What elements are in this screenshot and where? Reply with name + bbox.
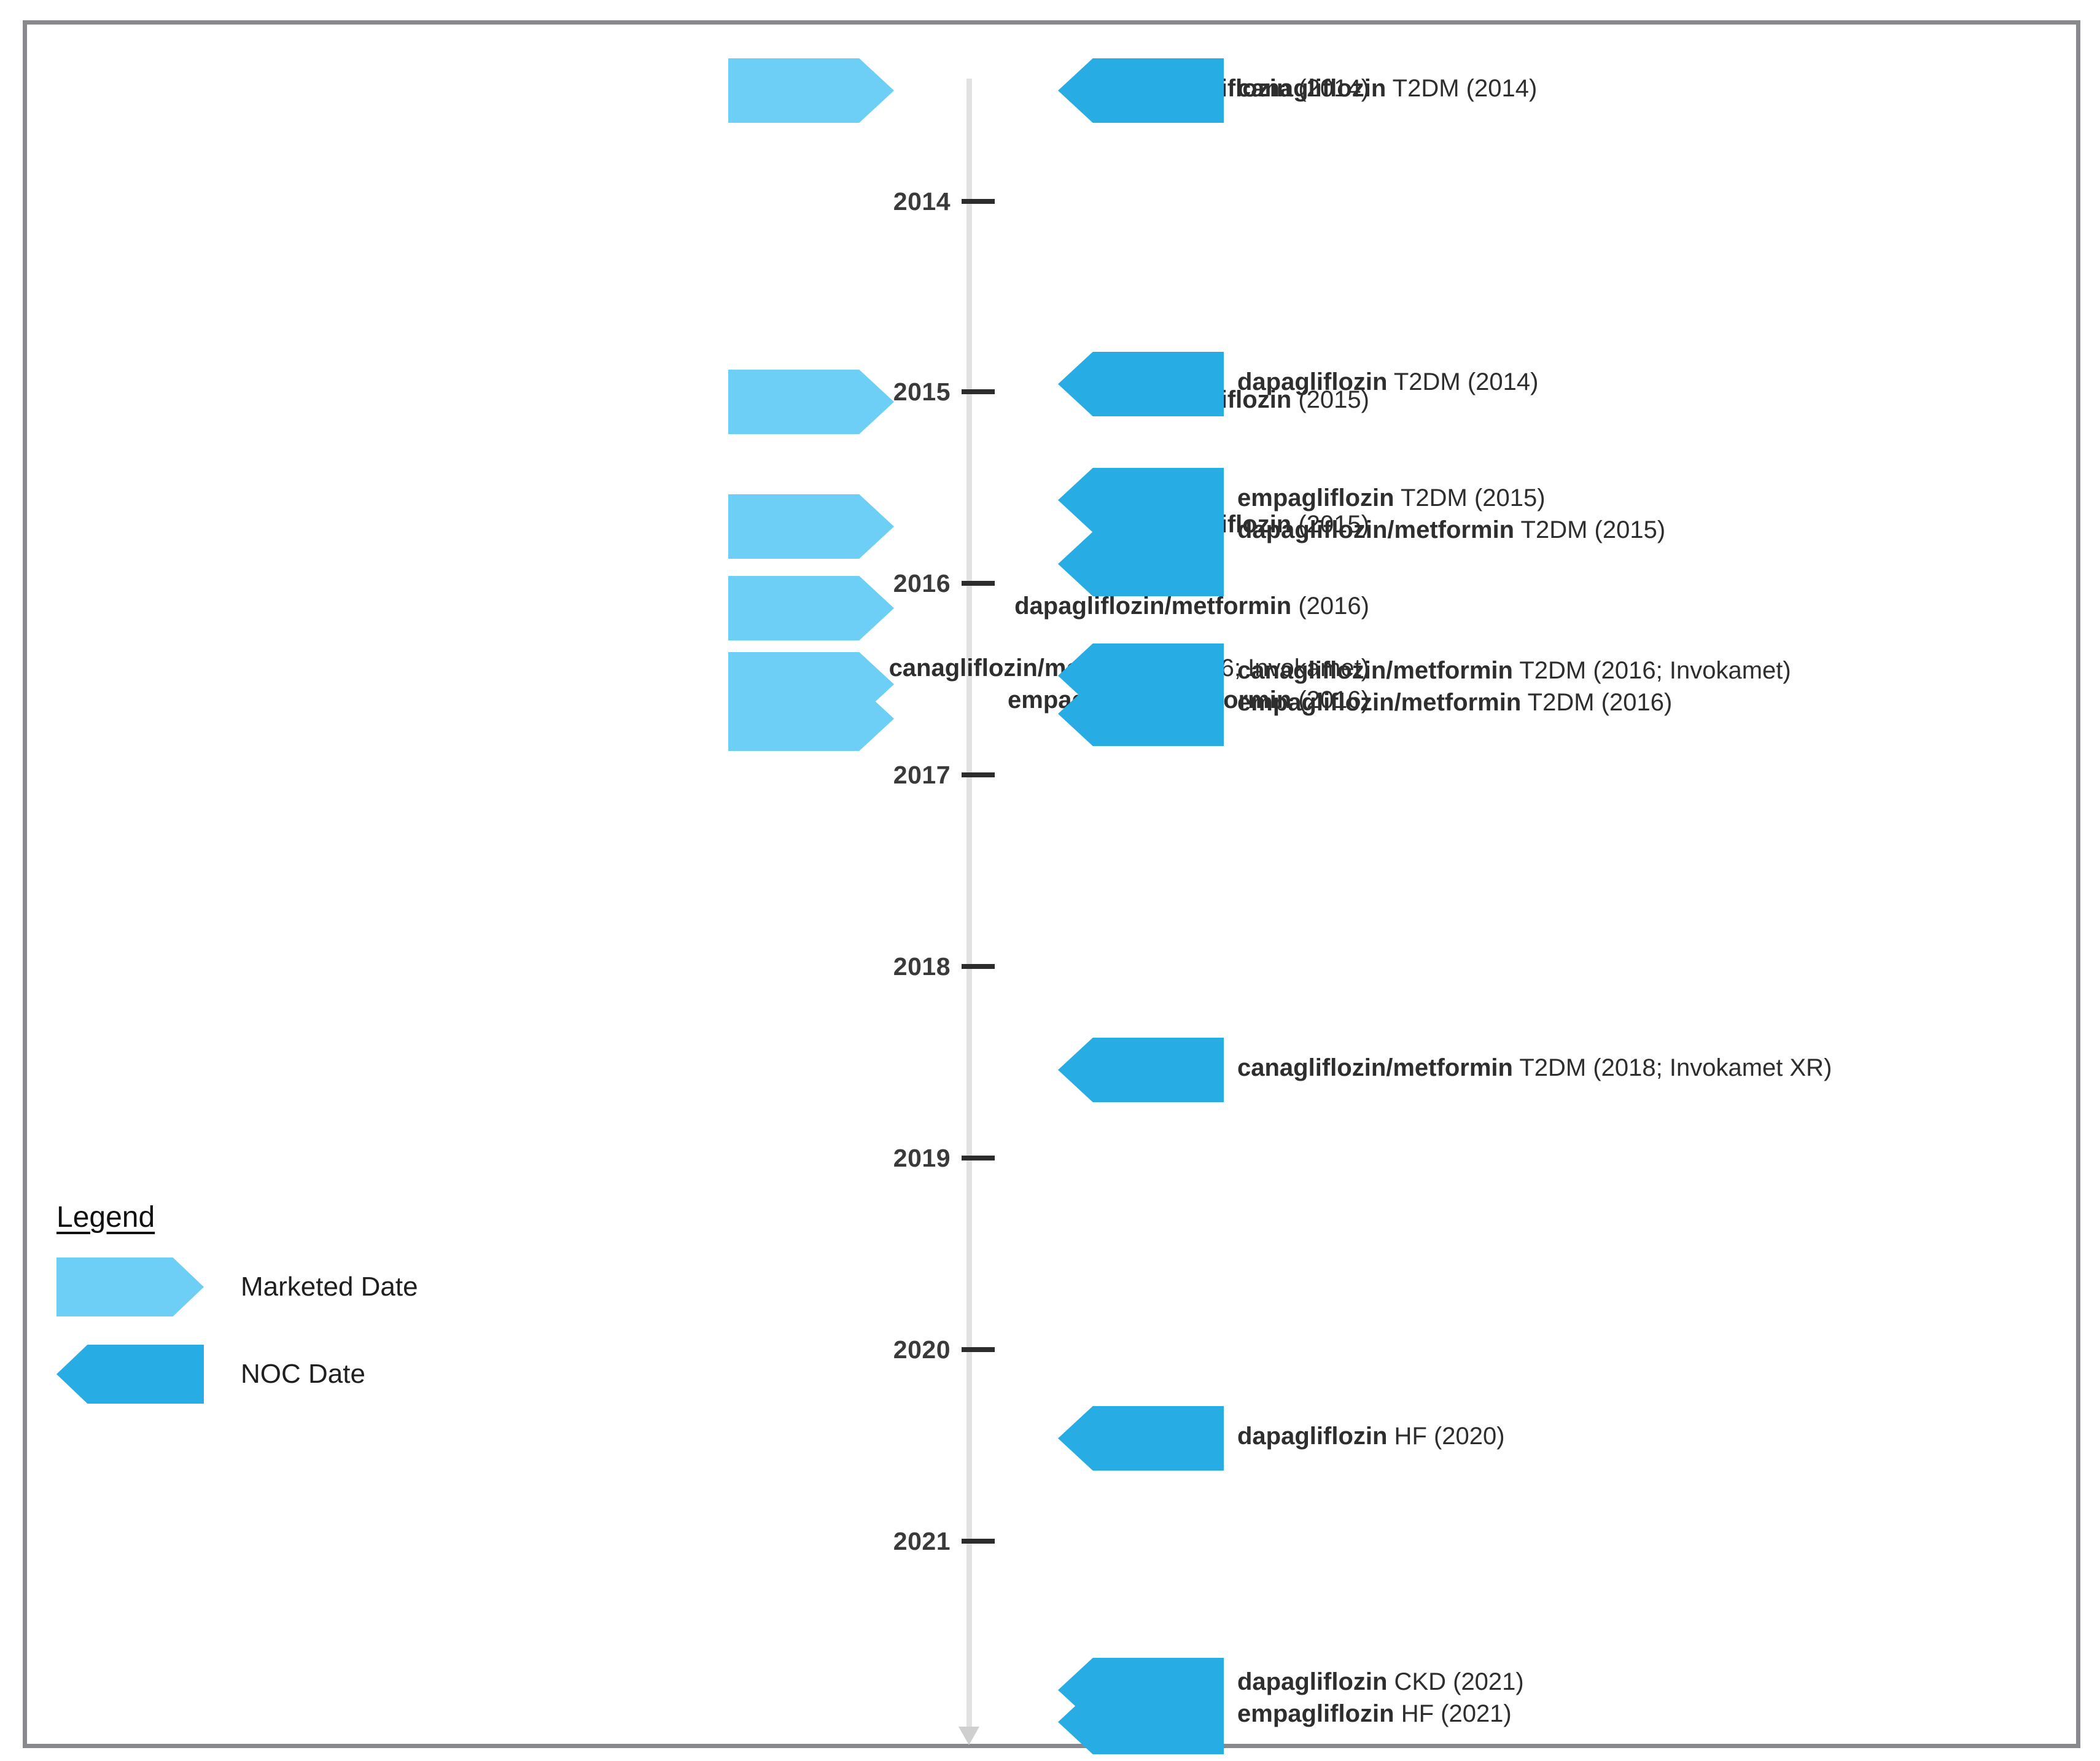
axis-tick-label: 2021 (893, 1526, 951, 1555)
axis-tick-2017: 2017 (774, 760, 995, 789)
event-line: empagliflozin T2DM (2015) (1237, 482, 1665, 514)
noc_events-label: canagliflozin/metformin T2DM (2018; Invo… (1237, 1052, 1832, 1084)
axis-tick-2016: 2016 (774, 569, 995, 597)
drug-detail: T2DM (2015) (1514, 516, 1666, 543)
drug-detail: T2DM (2016) (1521, 689, 1673, 716)
axis-tick-label: 2014 (893, 187, 951, 216)
drug-name: dapagliflozin (1237, 368, 1388, 395)
legend-item-label: Marketed Date (241, 1272, 418, 1302)
drug-detail: T2DM (2018; Invokamet XR) (1512, 1054, 1832, 1081)
drug-name: empagliflozin (1237, 484, 1394, 511)
drug-detail: HF (2021) (1394, 1700, 1512, 1727)
axis-tick-label: 2015 (893, 377, 951, 406)
event-line: dapagliflozin/metformin (2016) (1014, 590, 1369, 622)
axis-tick-2018: 2018 (774, 954, 995, 979)
drug-detail: (2015) (1291, 511, 1369, 538)
drug-detail: (2016) (1291, 686, 1369, 713)
axis-tick-mark-icon (962, 1347, 995, 1352)
legend-swatch-arrow-left-icon (56, 1345, 204, 1404)
event-line: canagliflozin/metformin T2DM (2018; Invo… (1237, 1052, 1832, 1084)
event-line: empagliflozin/metformin T2DM (2016) (1237, 686, 1791, 718)
drug-detail: (2015) (1291, 386, 1369, 413)
noc-date-arrow-icon (1058, 1038, 1224, 1102)
drug-detail: T2DM (2015) (1394, 484, 1546, 511)
axis-tick-label: 2018 (893, 952, 951, 981)
noc_events-label: dapagliflozin HF (2020) (1237, 1420, 1505, 1452)
noc-date-arrow-icon (1058, 1690, 1224, 1754)
noc-date-arrow-icon (1058, 1406, 1224, 1471)
drug-detail: HF (2020) (1387, 1423, 1505, 1450)
drug-name: dapagliflozin (1237, 1423, 1388, 1450)
axis-tick-mark-icon (962, 964, 995, 969)
noc_events-label: canagliflozin/metformin T2DM (2016; Invo… (1237, 655, 1791, 718)
noc-date-arrow-icon (1058, 58, 1224, 123)
axis-tick-label: 2017 (893, 760, 951, 789)
event-line: dapagliflozin HF (2020) (1237, 1420, 1505, 1452)
drug-name: canagliflozin/metformin (1237, 657, 1513, 684)
axis-tick-mark-icon (962, 1156, 995, 1160)
legend-item-label: NOC Date (241, 1359, 365, 1389)
noc_events-label: empagliflozin T2DM (2015)dapagliflozin/m… (1237, 482, 1665, 546)
drug-name: dapagliflozin (1237, 1668, 1388, 1695)
noc-date-arrow-icon (1058, 532, 1224, 596)
axis-tick-mark-icon (962, 199, 995, 204)
axis-tick-2014: 2014 (774, 189, 995, 214)
axis-tick-mark-icon (962, 581, 995, 586)
drug-detail: T2DM (2016; Invokamet) (1512, 657, 1791, 684)
noc_events-label: dapagliflozin CKD (2021)empagliflozin HF… (1237, 1666, 1524, 1730)
axis-tick-mark-icon (962, 1539, 995, 1544)
drug-detail: (2016) (1291, 593, 1369, 620)
marketed_events-label: dapagliflozin/metformin (2016) (1014, 590, 1369, 622)
drug-name: canagliflozin (1237, 75, 1386, 102)
legend-swatch-arrow-right-icon (56, 1258, 204, 1316)
drug-detail: T2DM (2014) (1386, 75, 1538, 102)
legend-title: Legend (56, 1201, 155, 1234)
drug-name: empagliflozin (1237, 1700, 1394, 1727)
noc-date-arrow-icon (1058, 352, 1224, 416)
drug-detail: (2014) (1291, 75, 1369, 102)
axis-tick-label: 2016 (893, 569, 951, 597)
drug-detail: T2DM (2014) (1387, 368, 1539, 395)
marketed-date-arrow-icon (728, 686, 894, 751)
axis-tick-label: 2020 (893, 1335, 951, 1364)
event-line: empagliflozin HF (2021) (1237, 1698, 1524, 1730)
noc-date-arrow-icon (1058, 468, 1224, 532)
axis-tick-label: 2019 (893, 1143, 951, 1172)
axis-tick-2021: 2021 (774, 1526, 995, 1555)
timeline-axis-line (966, 79, 972, 1736)
timeline-axis-arrowhead-icon (959, 1727, 979, 1745)
axis-tick-2019: 2019 (774, 1143, 995, 1172)
axis-tick-2020: 2020 (774, 1337, 995, 1362)
event-line: dapagliflozin CKD (2021) (1237, 1666, 1524, 1698)
drug-name: dapagliflozin/metformin (1237, 516, 1515, 543)
marketed-date-arrow-icon (728, 370, 894, 434)
event-line: dapagliflozin/metformin T2DM (2015) (1237, 514, 1665, 546)
figure-border (23, 20, 2080, 1748)
axis-tick-mark-icon (962, 389, 995, 394)
event-line: dapagliflozin T2DM (2014) (1237, 366, 1538, 398)
marketed-date-arrow-icon (728, 58, 894, 123)
noc_events-label: canagliflozin T2DM (2014) (1237, 72, 1537, 104)
noc-date-arrow-icon (1058, 682, 1224, 746)
marketed-date-arrow-icon (728, 494, 894, 559)
drug-name: empagliflozin/metformin (1237, 689, 1522, 716)
axis-tick-mark-icon (962, 772, 995, 777)
noc_events-label: dapagliflozin T2DM (2014) (1237, 366, 1538, 398)
event-line: canagliflozin/metformin T2DM (2016; Invo… (1237, 655, 1791, 686)
legend-item: Marketed Date (56, 1250, 523, 1324)
drug-detail: CKD (2021) (1387, 1668, 1524, 1695)
drug-name: dapagliflozin/metformin (1014, 593, 1292, 620)
axis-tick-2015: 2015 (774, 379, 995, 404)
event-line: canagliflozin T2DM (2014) (1237, 72, 1537, 104)
legend-item: NOC Date (56, 1337, 523, 1411)
marketed-date-arrow-icon (728, 576, 894, 640)
drug-name: canagliflozin/metformin (1237, 1054, 1513, 1081)
